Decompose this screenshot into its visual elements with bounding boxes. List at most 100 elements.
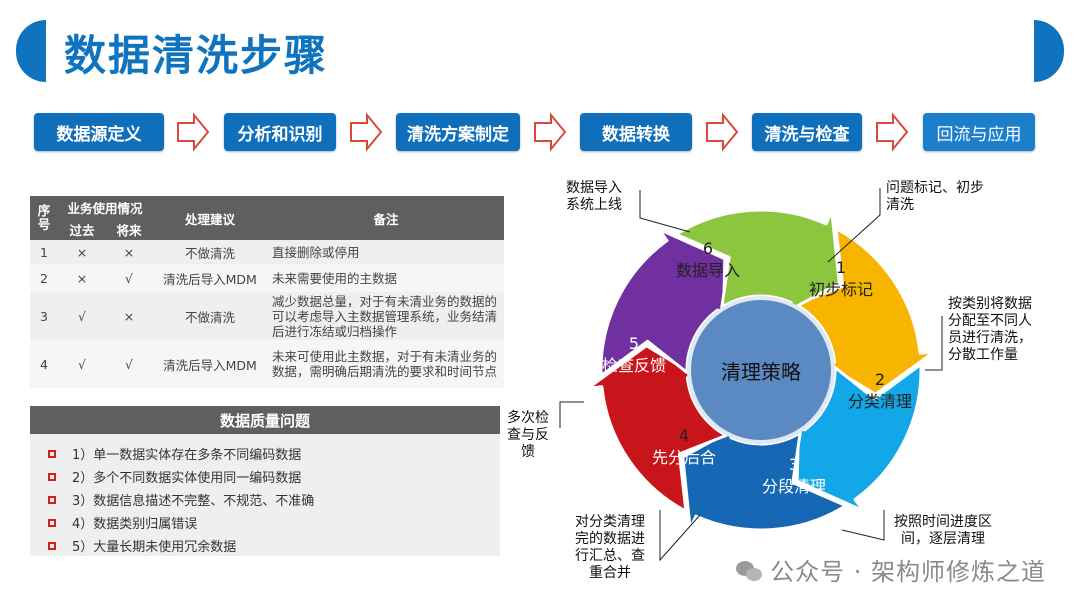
square-bullet-icon [48,495,56,504]
cycle-center-label: 清理策略 [721,360,801,384]
header-advice: 处理建议 [152,196,268,240]
segment-text: 初步标记 [808,280,873,299]
quality-item: 2）多个不同数据实体使用同一编码数据 [48,467,301,486]
quality-item: 3）数据信息描述不完整、不规范、不准确 [48,490,314,509]
title-accent-left [16,20,46,82]
cell-advice: 清洗后导入MDM [152,340,268,388]
quality-item-text: 2）多个不同数据实体使用同一编码数据 [72,471,302,486]
watermark-text: 公众号 · 架构师修炼之道 [770,558,1046,586]
callout-1: 问题标记、初步 清洗 [886,180,984,213]
segment-number: 4 [678,426,690,445]
page-title: 数据清洗步骤 [64,31,329,80]
callout-leader-line [639,190,691,233]
cell-note: 减少数据总量，对于有未清业务的数据的可以考虑导入主数据管理系统，业务结清后进行冻… [268,292,504,340]
table-row: 1 × × 不做清洗 直接删除或停用 [30,240,504,264]
table-row: 3 √ × 不做清洗 减少数据总量，对于有未清业务的数据的可以考虑导入主数据管理… [30,292,504,340]
segment-number: 5 [628,334,640,353]
cell-advice: 不做清洗 [152,292,268,340]
segment-text: 分类清理 [847,392,912,411]
step-6: 回流与应用 [923,113,1035,151]
step-arrow-icon [534,112,567,152]
cycle-segment-3 [681,426,848,532]
segment-number: 2 [874,370,886,389]
segment-label-5: 5 检查反馈 [588,333,680,377]
square-bullet-icon [48,518,56,527]
cell-future: × [106,240,152,264]
callout-leader-line [559,401,584,428]
callout-4: 对分类清理 完的数据进 行汇总、查 重合并 [575,514,645,581]
step-3: 清洗方案制定 [396,113,520,151]
callout-leader-line [827,188,881,263]
quality-item: 5）大量长期未使用冗余数据 [48,536,236,555]
step-arrow-icon [350,112,383,152]
watermark: 公众号 · 架构师修炼之道 [736,552,1046,587]
square-bullet-icon [48,541,56,550]
cycle-segment-4 [586,344,728,513]
cell-note: 直接删除或停用 [268,240,504,264]
title-accent-right [1034,20,1064,82]
cell-past: √ [58,292,106,340]
segment-label-2: 2 分类清理 [832,369,928,413]
cell-advice: 不做清洗 [152,240,268,264]
cycle-segment-6 [674,208,841,314]
square-bullet-icon [48,472,56,481]
quality-item-text: 4）数据类别归属错误 [72,517,198,532]
callout-2: 按类别将数据 分配至不同人 员进行清洗， 分散工作量 [948,296,1032,363]
step-arrow-icon [876,112,909,152]
usage-table: 序号 业务使用情况 处理建议 备注 过去 将来 1 × × 不做清洗 直接删除或… [30,196,504,388]
callout-leader-line [841,510,885,541]
step-4: 数据转换 [580,113,692,151]
quality-item-text: 1）单一数据实体存在多条不同编码数据 [72,448,302,463]
callout-leader-line [925,316,943,371]
cell-advice: 清洗后导入MDM [152,264,268,292]
segment-text: 先分后合 [651,448,716,467]
segment-number: 6 [702,239,714,258]
segment-number: 3 [788,455,800,474]
cell-past: × [58,264,106,292]
header-seq: 序号 [30,196,58,240]
cell-seq: 3 [30,292,58,340]
quality-title: 数据质量问题 [30,406,500,434]
cell-future: × [106,292,152,340]
segment-text: 分段清理 [761,477,826,496]
quality-item-text: 3）数据信息描述不完整、不规范、不准确 [72,494,315,509]
cell-seq: 1 [30,240,58,264]
quality-list [30,434,500,556]
square-bullet-icon [48,449,56,458]
quality-item-text: 5）大量长期未使用冗余数据 [72,540,237,555]
segment-label-3: 3 分段清理 [748,454,840,498]
step-arrow-icon [706,112,739,152]
cell-future: √ [106,264,152,292]
table-row: 4 √ √ 清洗后导入MDM 未来可使用此主数据，对于有未清业务的数据，需明确后… [30,340,504,388]
strategy-cycle-diagram [559,188,943,562]
cell-future: √ [106,340,152,388]
header-future: 将来 [106,218,152,240]
header-past: 过去 [58,218,106,240]
cell-past: × [58,240,106,264]
callout-leader-line [659,510,701,562]
cell-seq: 4 [30,340,58,388]
step-1: 数据源定义 [34,113,164,151]
segment-text: 检查反馈 [601,356,666,375]
header-usage: 业务使用情况 [58,196,152,218]
step-5: 清洗与检查 [752,113,862,151]
cell-note: 未来可使用此主数据，对于有未清业务的数据，需明确后期清洗的要求和时间节点 [268,340,504,388]
callout-3: 按照时间进度区 间，逐层清理 [894,514,992,547]
cycle-center-circle [687,296,835,444]
callout-6: 数据导入 系统上线 [566,180,622,213]
cycle-segment-1 [794,227,936,396]
table-row: 2 × √ 清洗后导入MDM 未来需要使用的主数据 [30,264,504,292]
wechat-icon [736,561,764,583]
cell-past: √ [58,340,106,388]
callout-5: 多次检 查与反 馈 [507,410,549,460]
quality-item: 4）数据类别归属错误 [48,513,197,532]
step-2: 分析和识别 [224,113,336,151]
quality-item: 1）单一数据实体存在多条不同编码数据 [48,444,301,463]
header-note: 备注 [268,196,504,240]
cell-note: 未来需要使用的主数据 [268,264,504,292]
cell-seq: 2 [30,264,58,292]
step-arrow-icon [177,112,210,152]
segment-label-4: 4 先分后合 [638,425,730,469]
